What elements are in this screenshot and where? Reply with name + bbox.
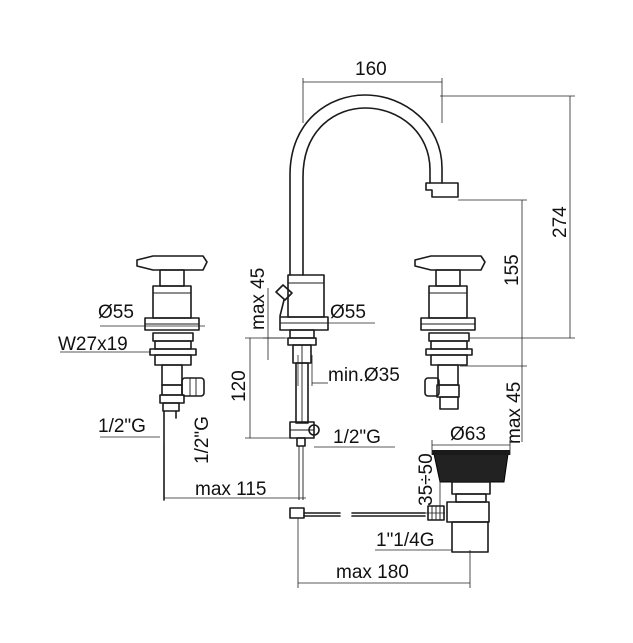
label-handle-diameter-left: Ø55 (98, 302, 134, 323)
label-pipe-left-vertical: 1/2"G (192, 416, 213, 464)
label-max-115: max 115 (195, 479, 266, 500)
label-depth-120: 120 (229, 370, 250, 402)
pop-up-drain (427, 450, 510, 553)
label-min-hole: min.Ø35 (328, 365, 400, 386)
label-drain-range: 35÷50 (416, 453, 437, 506)
label-thread-left: W27x19 (58, 334, 128, 355)
dimension-lines (60, 78, 575, 588)
label-spout-reach: 160 (355, 59, 387, 80)
label-max-45-right: max 45 (504, 382, 525, 444)
label-drain-thread: 1"1/4G (376, 530, 435, 551)
right-handle-valve (414, 255, 486, 410)
label-pipe-left-horizontal: 1/2"G (98, 416, 146, 437)
label-drain-diameter: Ø63 (450, 424, 486, 445)
label-max-180: max 180 (336, 562, 409, 583)
label-max-45-left: max 45 (248, 268, 269, 330)
label-spout-height: 155 (502, 254, 523, 286)
spout (289, 94, 459, 276)
label-pipe-center: 1/2"G (333, 427, 381, 448)
left-handle-valve (136, 255, 208, 501)
label-total-height: 274 (550, 206, 571, 238)
label-handle-diameter-center: Ø55 (330, 302, 366, 323)
